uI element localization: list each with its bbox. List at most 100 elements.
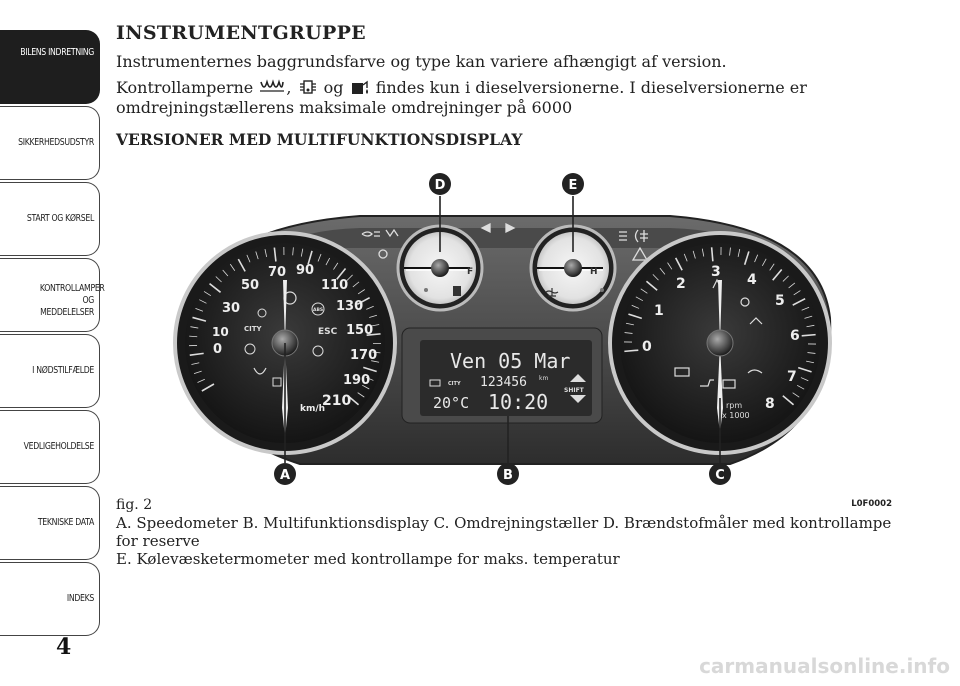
dial-tick-mark [625,322,634,326]
dial-tick-mark [624,332,633,334]
tab-label: BILENS INDRETNING [20,47,94,58]
speed-tick-170: 170 [350,348,377,363]
section-title: INSTRUMENTGRUPPE [116,22,366,44]
subsection-title: VERSIONER MED MULTIFUNKTIONSDISPLAY [116,130,523,149]
brake-pad-icon [312,345,324,357]
lights-icon [378,249,388,259]
tab-i-nodstilfaelde[interactable]: I NØDSTILFÆLDE [0,334,100,408]
dial-tick-mark [237,258,246,272]
glow-plug-icon [260,79,285,92]
tab-label: SIKKERHEDSUDSTYR [18,137,95,148]
esc-badge: ESC [318,327,338,337]
dial-tick-mark [192,316,207,322]
battery-charge-icon [700,379,714,387]
dial-tick-mark [317,253,322,262]
para-text: omdrejningstællerens maksimale omdrejnin… [116,98,573,117]
dial-tick-mark [371,360,380,363]
service-icon [257,308,267,318]
tab-label: I NØDSTILFÆLDE [32,365,94,376]
callout-b: B [503,468,513,483]
speed-tick-0: 0 [213,342,222,357]
dial-tick-mark [229,263,236,271]
para-text: findes kun i dieselversionerne. I diesel… [375,78,807,97]
page-number: 4 [56,634,72,660]
dial-tick-mark [357,392,365,398]
tab-label: KONTROLLAMPER OG MEDDELELSER [39,283,105,318]
dial-tick-mark [807,352,816,354]
dial-tick-mark [737,248,741,257]
dial-tick-mark [761,258,767,267]
dial-tick-mark [193,370,202,375]
tab-tekniske-data[interactable]: TEKNISKE DATA [0,486,100,560]
dial-tick-mark [336,267,347,280]
rear-fog-right-icon [634,229,648,243]
display-temperature: 20°C [433,394,469,412]
dial-tick-mark [201,383,215,392]
tab-start-og-korsel[interactable]: START OG KØRSEL [0,182,100,256]
tab-kontrollamper[interactable]: KONTROLLAMPER OG MEDDELELSER [0,258,105,332]
dial-tick-mark [273,247,277,262]
dial-tick-mark [772,268,783,281]
turn-signals-icon [480,222,516,234]
rpm-tick-7: 7 [787,369,797,385]
dial-tick-mark [628,313,643,320]
watermark: carmanualsonline.info [699,654,950,678]
para-separator: , [286,78,292,97]
dial-tick-mark [189,352,204,356]
speed-tick-150: 150 [346,323,373,338]
dial-tick-mark [347,395,360,406]
callout-e: E [569,178,578,193]
rpm-tick-5: 5 [775,293,785,309]
speed-tick-210: 210 [322,393,351,409]
dial-tick-mark [363,366,377,373]
general-warning-icon [631,246,649,261]
tab-bilens-indretning[interactable]: BILENS INDRETNING [0,30,100,104]
power-steering-icon [244,343,256,355]
dial-tick-mark [199,299,207,304]
rpm-tick-4: 4 [747,272,757,288]
callout-a-badge [274,463,296,485]
dial-tick-mark [203,291,211,297]
coolant-temperature-gauge: H [529,224,617,312]
speed-tick-190: 190 [343,373,370,388]
dial-tick-mark [635,296,644,302]
dial-tick-mark [792,392,800,398]
dial-tick-mark [264,249,268,258]
speed-tick-130: 130 [336,299,363,314]
dial-tick-mark [754,254,759,263]
callout-b-badge [497,463,519,485]
dial-tick-mark [769,263,775,271]
dial-tick-mark [701,248,705,257]
dial-tick-mark [300,248,304,257]
dial-tick-mark [674,257,683,271]
dial-tick-mark [215,276,222,283]
dial-tick-mark [801,306,810,311]
dial-tick-mark [197,378,205,383]
rear-fog-icon [385,228,399,238]
figure-caption-row: fig. 2 L0F0002 [116,497,892,513]
speed-tick-90: 90 [296,263,314,278]
callout-a: A [280,468,290,483]
tachometer: 0 1 2 3 4 5 6 7 8 rpm x 1000 [608,231,832,455]
rpm-tick-6: 6 [790,328,800,344]
tab-indeks[interactable]: INDEKS [0,562,100,636]
dial-tick-mark [652,274,659,281]
tab-label: VEDLIGEHOLDELSE [23,441,95,452]
rpm-tick-8: 8 [765,396,775,412]
tab-label: TEKNISKE DATA [37,517,94,528]
para-og: og [323,78,344,97]
tab-vedligeholdelse[interactable]: VEDLIGEHOLDELSE [0,410,100,484]
callout-c-badge [709,463,731,485]
tab-sikkerhedsudstyr[interactable]: SIKKERHEDSUDSTYR [0,106,100,180]
tachometer-needle [717,343,723,433]
rpm-unit-label: rpm [726,401,742,410]
passenger-airbag-icon [749,317,763,325]
tab-label: START OG KØRSEL [26,213,94,224]
dial-tick-mark [357,289,365,295]
battery-icon [722,379,736,389]
dial-tick-mark [743,251,750,266]
dial-tick-mark [189,335,198,338]
dial-tick-mark [645,280,658,291]
dial-tick-mark [255,251,259,260]
rpm-tick-3: 3 [711,264,721,280]
